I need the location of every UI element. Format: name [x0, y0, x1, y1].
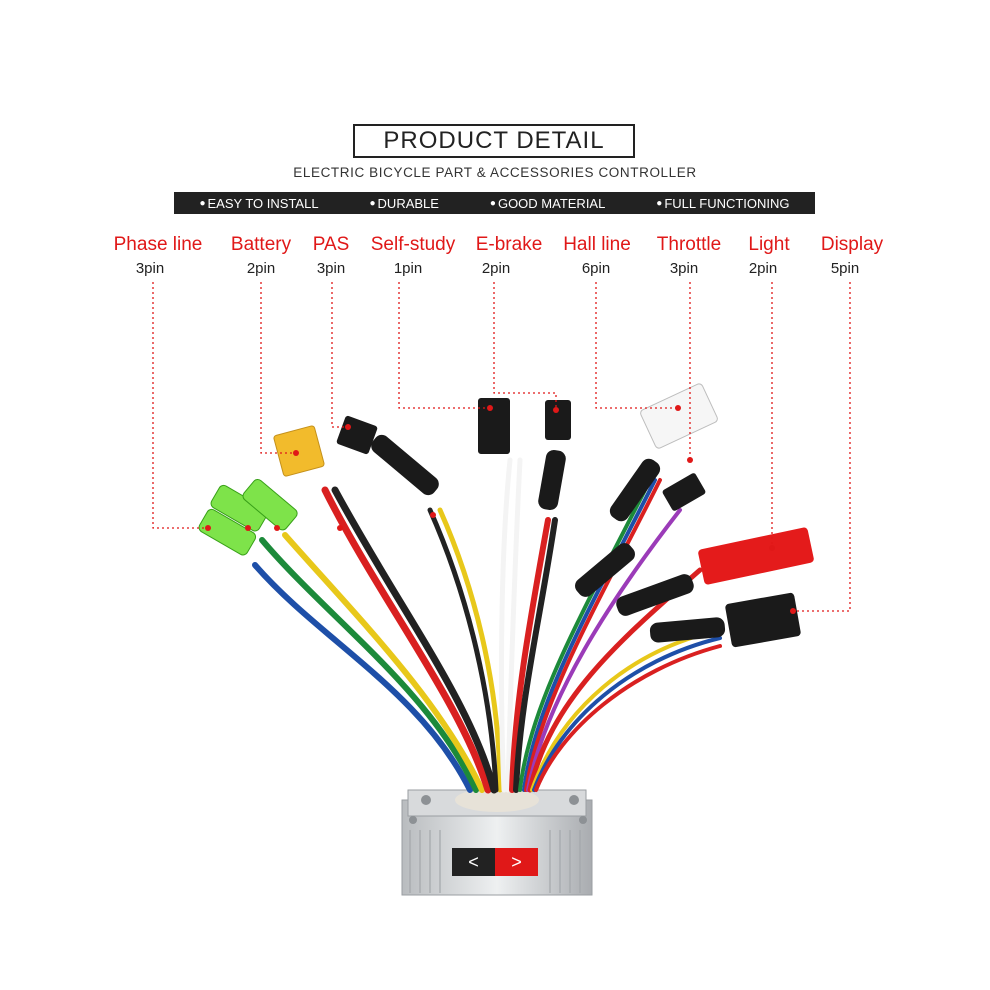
- connector-name-light: Light: [748, 234, 790, 255]
- bullet-icon: ●: [656, 197, 663, 209]
- connector-pins-throttle: 3pin: [669, 260, 699, 277]
- connector-name-self-study: Self-study: [370, 234, 456, 255]
- hall-connector: [640, 383, 718, 449]
- connector-pins-battery: 2pin: [246, 260, 276, 277]
- self-study-connector: [478, 398, 510, 454]
- connector-pins-hall-line: 6pin: [581, 260, 611, 277]
- wire-sleeves: [371, 434, 726, 643]
- image-navigation: < >: [452, 848, 538, 876]
- connector-pins-display: 5pin: [830, 260, 860, 277]
- connector-pins-e-brake: 2pin: [481, 260, 511, 277]
- feature-item: ●FULL FUNCTIONING: [656, 196, 789, 211]
- connector-name-phase-line: Phase line: [113, 234, 203, 255]
- leader-lines: [152, 282, 851, 612]
- feature-label: GOOD MATERIAL: [497, 195, 606, 211]
- page-subtitle: ELECTRIC BICYCLE PART & ACCESSORIES CONT…: [293, 165, 697, 180]
- connector-name-display: Display: [820, 234, 884, 255]
- pas-connector: [336, 415, 378, 455]
- battery-connector: [273, 425, 325, 477]
- page-title: PRODUCT DETAIL: [383, 127, 605, 154]
- phase-connectors: [198, 478, 298, 556]
- connector-name-pas: PAS: [312, 234, 350, 255]
- bullet-icon: ●: [489, 197, 496, 209]
- next-button[interactable]: >: [495, 848, 538, 876]
- connector-pins-phase-line: 3pin: [135, 260, 165, 277]
- connector-name-e-brake: E-brake: [475, 234, 543, 255]
- connector-pins-pas: 3pin: [316, 260, 346, 277]
- connector-name-hall-line: Hall line: [563, 234, 631, 255]
- connector-name-battery: Battery: [230, 234, 292, 255]
- bullet-icon: ●: [369, 197, 376, 209]
- throttle-connector: [662, 473, 706, 511]
- light-connector: [698, 527, 814, 585]
- feature-bar: ●EASY TO INSTALL ●DURABLE ●GOOD MATERIAL…: [174, 192, 815, 214]
- bullet-icon: ●: [199, 197, 206, 209]
- prev-button[interactable]: <: [452, 848, 495, 876]
- feature-label: EASY TO INSTALL: [207, 195, 319, 211]
- connector-pins-self-study: 1pin: [393, 260, 423, 277]
- feature-label: DURABLE: [377, 195, 439, 211]
- feature-item: ●GOOD MATERIAL: [490, 196, 605, 211]
- feature-item: ●DURABLE: [370, 196, 439, 211]
- controller-body: [401, 788, 593, 896]
- title-box: PRODUCT DETAIL: [353, 124, 635, 158]
- e-brake-connector: [545, 400, 571, 440]
- feature-item: ●EASY TO INSTALL: [199, 196, 318, 211]
- connector-pins-light: 2pin: [748, 260, 778, 277]
- display-connector: [725, 592, 801, 648]
- leader-dots: [205, 405, 796, 614]
- connector-name-throttle: Throttle: [656, 234, 722, 255]
- wire-bundle: [252, 457, 722, 794]
- feature-label: FULL FUNCTIONING: [664, 195, 790, 211]
